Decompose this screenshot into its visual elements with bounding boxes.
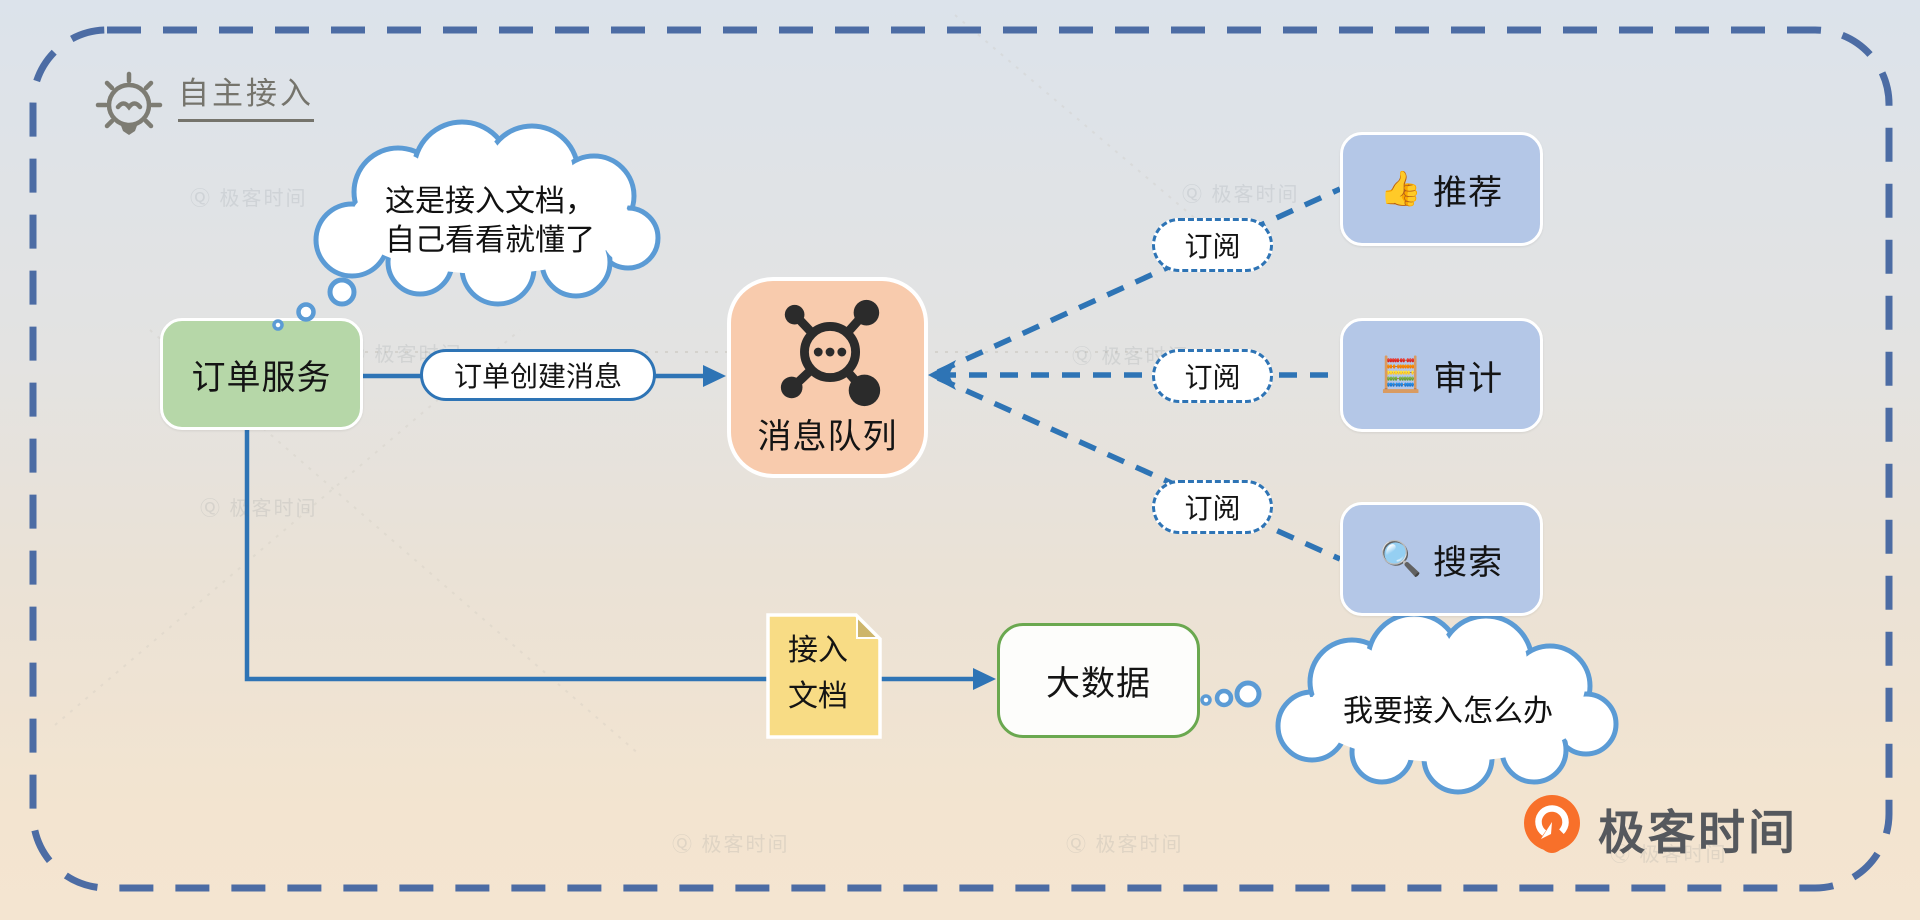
subscribe-connectors <box>936 186 1342 562</box>
edge-label-subscribe-1: 订阅 <box>1152 218 1273 272</box>
abacus-icon: 🧮 <box>1379 356 1424 394</box>
dashed-frame <box>29 26 1893 892</box>
section-header: 自主接入 <box>92 68 314 122</box>
hub-icon <box>780 299 881 407</box>
watermark: Ⓠ 极客时间 <box>1182 184 1300 206</box>
watermark: Ⓠ 极客时间 <box>190 188 308 210</box>
solid-arrowheads <box>703 365 996 690</box>
node-message-queue: 消息队列 <box>727 277 928 478</box>
edge-label-subscribe-2: 订阅 <box>1152 349 1273 403</box>
watermark: Ⓠ 极客时间 <box>200 498 318 520</box>
order-cloud-text: 这是接入文档， 自己看看就懂了 <box>385 185 595 257</box>
node-audit: 🧮 审计 <box>1340 318 1543 432</box>
subscribe-arrowhead <box>928 360 956 390</box>
watermark: Ⓠ 极客时间 <box>1066 834 1184 856</box>
edge-label-order-message: 订单创建消息 <box>420 349 656 401</box>
sticky-note <box>766 613 882 739</box>
node-order-service: 订单服务 <box>160 318 363 430</box>
thumbs-up-icon: 👍 <box>1379 170 1424 208</box>
node-recommend: 👍 推荐 <box>1340 132 1543 246</box>
lightbulb-icon <box>95 71 163 135</box>
bigdata-thought-cloud <box>1275 611 1619 795</box>
sticky-note-text: 接入 文档 <box>788 634 848 713</box>
geektime-logo-icon <box>1524 795 1580 853</box>
node-search: 🔍 搜索 <box>1340 502 1543 616</box>
node-big-data: 大数据 <box>997 623 1200 738</box>
magnifier-icon: 🔍 <box>1379 540 1424 578</box>
order-thought-cloud <box>313 119 661 307</box>
watermark: Ⓠ 极客时间 <box>672 834 790 856</box>
edge-label-subscribe-3: 订阅 <box>1152 480 1273 534</box>
section-title: 自主接入 <box>178 68 314 122</box>
watermark: Ⓠ 极客时间 <box>1610 844 1728 866</box>
bigdata-cloud-text: 我要接入怎么办 <box>1343 695 1553 728</box>
geektime-logo-text: 极客时间 <box>1598 806 1798 859</box>
geektime-logo: 极客时间 <box>1520 794 1798 863</box>
